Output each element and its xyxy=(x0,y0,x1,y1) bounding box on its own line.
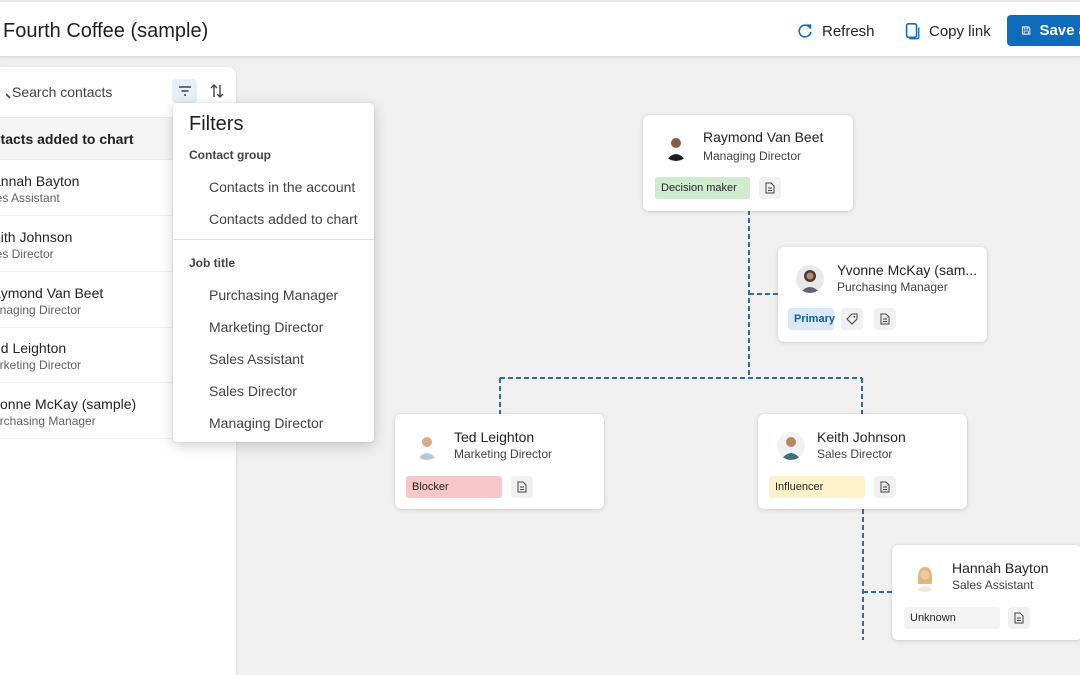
filters-title: Filters xyxy=(189,113,244,135)
tag-button[interactable] xyxy=(841,308,863,330)
list-item[interactable]: annah Bayton les Assistant xyxy=(0,160,236,216)
filter-option-contacts-added[interactable]: Contacts added to chart xyxy=(209,211,358,227)
job-title-label: Job title xyxy=(189,256,236,270)
note-button[interactable] xyxy=(759,177,781,199)
save-label: Save a xyxy=(1039,22,1080,39)
filter-icon xyxy=(178,86,191,96)
list-item[interactable]: ed Leighton arketing Director xyxy=(0,327,236,383)
note-button[interactable] xyxy=(874,476,896,498)
list-item[interactable]: vonne McKay (sample) urchasing Manager xyxy=(0,383,236,439)
contact-role: les Director xyxy=(0,247,54,261)
avatar xyxy=(796,265,824,293)
note-icon xyxy=(880,481,890,493)
contact-group-label: Contact group xyxy=(189,148,271,162)
note-button[interactable] xyxy=(874,308,896,330)
avatar xyxy=(413,432,441,460)
contact-name: annah Bayton xyxy=(0,173,80,189)
card-role: Managing Director xyxy=(703,149,802,163)
copy-link-button[interactable]: Copy link xyxy=(903,16,991,46)
filter-option-marketing-director[interactable]: Marketing Director xyxy=(209,319,324,335)
divider xyxy=(173,239,374,240)
card-role: Purchasing Manager xyxy=(837,280,948,294)
sort-button[interactable] xyxy=(205,79,229,103)
status-badge[interactable]: Primary xyxy=(788,308,835,330)
contact-role: urchasing Manager xyxy=(0,414,96,428)
app-header: Fourth Coffee (sample) Refresh Copy link… xyxy=(0,0,1080,57)
card-role: Marketing Director xyxy=(454,447,553,461)
filters-popup: Filters Contact group Contacts in the ac… xyxy=(173,103,374,442)
status-badge[interactable]: Influencer xyxy=(769,476,865,498)
refresh-button[interactable]: Refresh xyxy=(796,16,875,46)
filter-option-sales-assistant[interactable]: Sales Assistant xyxy=(209,351,304,367)
avatar xyxy=(662,133,690,161)
copy-link-icon xyxy=(905,23,920,40)
card-name: Hannah Bayton xyxy=(952,560,1049,576)
refresh-icon xyxy=(798,24,812,38)
search-input[interactable]: Search contacts xyxy=(12,84,113,100)
note-button[interactable] xyxy=(511,476,533,498)
save-icon xyxy=(1022,26,1031,35)
org-card-yvonne[interactable]: Yvonne McKay (sam... Purchasing Manager … xyxy=(778,247,987,342)
search-icon xyxy=(5,85,12,104)
list-item[interactable]: aymond Van Beet anaging Director xyxy=(0,272,236,328)
section-title: ntacts added to chart xyxy=(0,131,134,147)
card-role: Sales Assistant xyxy=(952,578,1034,592)
page-title: Fourth Coffee (sample) xyxy=(3,20,209,42)
note-button[interactable] xyxy=(1008,607,1030,629)
note-icon xyxy=(880,313,890,325)
avatar xyxy=(911,564,939,592)
save-button[interactable]: Save a xyxy=(1007,15,1080,46)
status-badge[interactable]: Unknown xyxy=(904,607,1000,629)
sort-icon xyxy=(210,84,224,98)
contact-name: aymond Van Beet xyxy=(0,285,104,301)
copy-link-label: Copy link xyxy=(929,22,991,40)
tag-icon xyxy=(846,313,858,325)
filter-option-managing-director[interactable]: Managing Director xyxy=(209,415,324,431)
filter-option-purchasing-manager[interactable]: Purchasing Manager xyxy=(209,287,339,303)
contact-name: vonne McKay (sample) xyxy=(0,396,137,412)
contact-role: anaging Director xyxy=(0,303,82,317)
contact-name: ed Leighton xyxy=(0,340,67,356)
avatar xyxy=(777,432,805,460)
org-card-raymond[interactable]: Raymond Van Beet Managing Director Decis… xyxy=(643,115,853,211)
filter-button[interactable] xyxy=(172,79,197,103)
status-badge[interactable]: Blocker xyxy=(406,476,502,498)
note-icon xyxy=(1014,612,1024,624)
filter-option-sales-director[interactable]: Sales Director xyxy=(209,383,297,399)
refresh-label: Refresh xyxy=(822,22,875,40)
card-role: Sales Director xyxy=(817,447,893,461)
list-item[interactable]: eith Johnson les Director xyxy=(0,216,236,272)
note-icon xyxy=(765,182,775,194)
card-name: Raymond Van Beet xyxy=(703,129,824,145)
org-card-hannah[interactable]: Hannah Bayton Sales Assistant Unknown xyxy=(892,545,1080,640)
card-name: Yvonne McKay (sam... xyxy=(837,262,978,278)
note-icon xyxy=(517,481,527,493)
contact-name: eith Johnson xyxy=(0,229,73,245)
contact-role: arketing Director xyxy=(0,358,82,372)
status-badge[interactable]: Decision maker xyxy=(655,177,750,199)
org-card-keith[interactable]: Keith Johnson Sales Director Influencer xyxy=(758,414,967,509)
contact-role: les Assistant xyxy=(0,191,60,205)
card-name: Ted Leighton xyxy=(454,429,535,445)
card-name: Keith Johnson xyxy=(817,429,906,445)
filter-option-contacts-in-account[interactable]: Contacts in the account xyxy=(209,179,356,195)
org-card-ted[interactable]: Ted Leighton Marketing Director Blocker xyxy=(395,414,604,509)
